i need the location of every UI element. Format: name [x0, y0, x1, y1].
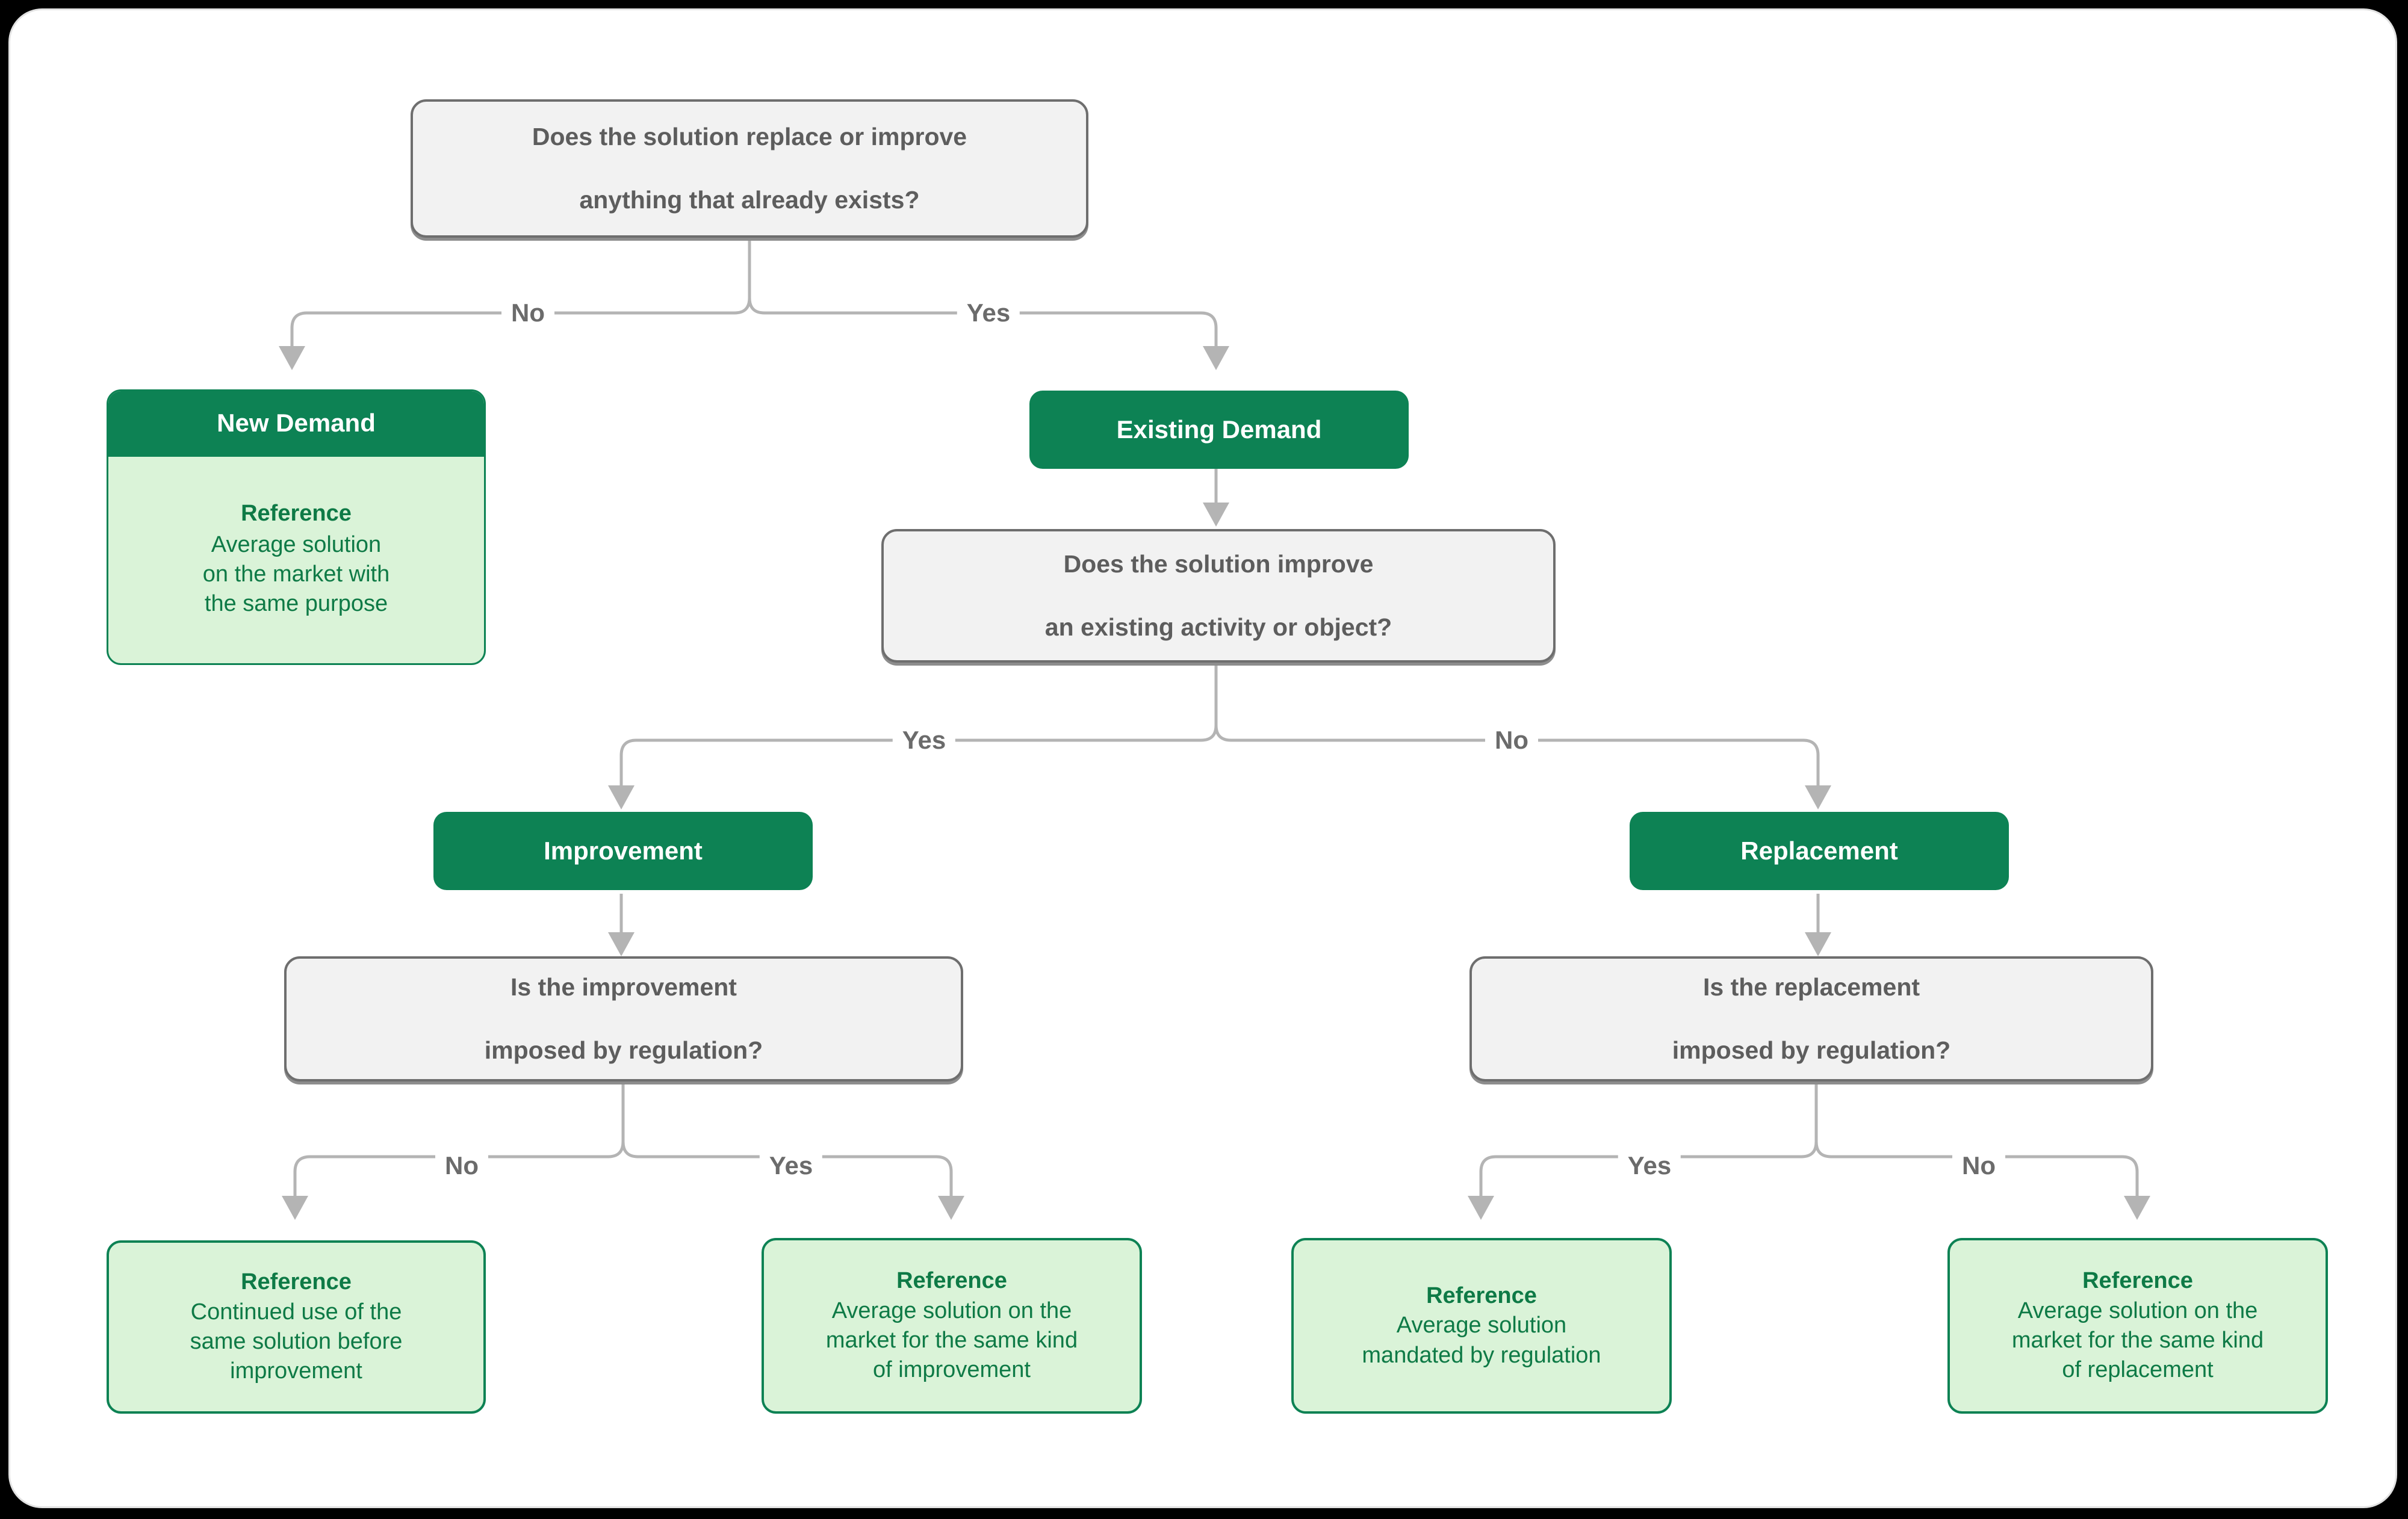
diagram-card: Does the solution replace or improve any…	[8, 8, 2397, 1508]
reference-line1: Continued use of the	[190, 1299, 402, 1325]
edge-label-improve-yes: Yes	[892, 726, 956, 755]
edge-label-root-yes: Yes	[957, 299, 1020, 327]
reference-line2: on the market with	[202, 562, 390, 587]
reference-label: Reference	[896, 1268, 1007, 1294]
question-imp-reg-line1: Is the improvement	[510, 973, 737, 1001]
edge-label-impreg-yes: Yes	[759, 1151, 823, 1180]
outcome-replacement[interactable]: Replacement	[1630, 812, 2009, 890]
outcome-improvement[interactable]: Improvement	[433, 812, 813, 890]
edge-impreg-no	[282, 1081, 625, 1220]
outcome-new-demand[interactable]: New Demand Reference Average solution on…	[107, 389, 486, 665]
reference-label: Reference	[1426, 1282, 1537, 1308]
outcome-existing-demand-title: Existing Demand	[1116, 415, 1322, 444]
question-root-line1: Does the solution replace or improve	[532, 123, 967, 151]
reference-line1: Average solution on the	[2017, 1298, 2258, 1323]
edge-label-improve-no: No	[1485, 726, 1538, 755]
edge-repreg-no	[1814, 1081, 2150, 1220]
reference-line1: Average solution on the	[831, 1298, 1072, 1323]
question-improve-existing[interactable]: Does the solution improve an existing ac…	[881, 529, 1556, 663]
outcome-new-demand-title: New Demand	[108, 391, 484, 457]
outcome-replacement-title: Replacement	[1740, 837, 1898, 865]
reference-improvement-yes[interactable]: Reference Average solution on the market…	[762, 1238, 1142, 1414]
reference-replacement-no[interactable]: Reference Average solution on the market…	[1947, 1238, 2328, 1414]
reference-line2: market for the same kind	[825, 1328, 1078, 1353]
reference-line1: Average solution	[211, 531, 382, 557]
reference-label: Reference	[2082, 1268, 2193, 1294]
edge-label-repreg-no: No	[1952, 1151, 2005, 1180]
question-improve-line2: an existing activity or object?	[1044, 613, 1392, 642]
question-replacement-regulation[interactable]: Is the replacement imposed by regulation…	[1469, 956, 2153, 1081]
reference-replacement-yes[interactable]: Reference Average solution mandated by r…	[1291, 1238, 1672, 1414]
outcome-improvement-title: Improvement	[544, 837, 703, 865]
question-root[interactable]: Does the solution replace or improve any…	[411, 99, 1088, 238]
reference-line3: the same purpose	[204, 591, 388, 617]
edge-repreg-yes	[1468, 1081, 1818, 1220]
reference-label: Reference	[241, 1269, 352, 1295]
reference-label: Reference	[241, 501, 352, 527]
question-imp-reg-line2: imposed by regulation?	[484, 1036, 763, 1065]
outcome-existing-demand[interactable]: Existing Demand	[1029, 391, 1409, 469]
edge-label-repreg-yes: Yes	[1618, 1151, 1681, 1180]
question-rep-reg-line1: Is the replacement	[1702, 973, 1920, 1001]
reference-line2: mandated by regulation	[1362, 1342, 1601, 1368]
reference-line1: Average solution	[1396, 1313, 1567, 1338]
question-root-line2: anything that already exists?	[579, 186, 920, 214]
outcome-new-demand-body: Reference Average solution on the market…	[108, 457, 484, 661]
reference-line2: market for the same kind	[2011, 1328, 2264, 1353]
reference-line2: same solution before	[190, 1329, 403, 1354]
question-rep-reg-line2: imposed by regulation?	[1672, 1036, 1951, 1065]
reference-improvement-no[interactable]: Reference Continued use of the same solu…	[107, 1240, 486, 1414]
reference-line3: of improvement	[873, 1357, 1031, 1383]
reference-line3: of replacement	[2062, 1357, 2214, 1383]
question-improvement-regulation[interactable]: Is the improvement imposed by regulation…	[284, 956, 963, 1081]
diagram-stage: Does the solution replace or improve any…	[10, 10, 2395, 1506]
edge-label-impreg-no: No	[435, 1151, 488, 1180]
question-improve-line1: Does the solution improve	[1063, 550, 1374, 578]
edge-impreg-yes	[621, 1081, 964, 1220]
reference-line3: improvement	[230, 1358, 362, 1384]
edge-label-root-no: No	[501, 299, 554, 327]
